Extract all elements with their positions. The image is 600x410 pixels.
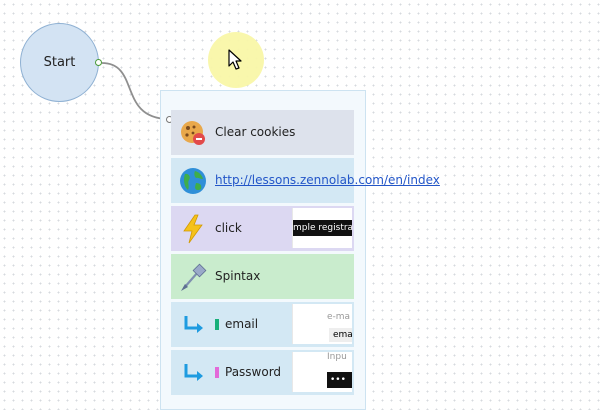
lightning-icon (171, 206, 215, 251)
arrow-down-right-icon (171, 302, 215, 347)
action-label: Password (225, 365, 282, 379)
action-clear-cookies[interactable]: Clear cookies (171, 110, 354, 155)
element-preview-thumbnail: Inpu ••• (292, 352, 352, 392)
preview-placeholder: e-ma (327, 312, 351, 322)
element-preview-thumbnail: e-ma ema (292, 304, 352, 344)
start-node-label: Start (43, 55, 76, 70)
action-label: click (215, 221, 242, 235)
action-label: Clear cookies (215, 125, 296, 139)
start-output-port[interactable] (95, 59, 102, 66)
action-navigate-url[interactable]: http://lessons.zennolab.com/en/index (171, 158, 440, 203)
mouse-pointer-icon (228, 49, 242, 70)
variable-color-tag (215, 367, 219, 378)
action-set-email[interactable]: email e-ma ema (171, 302, 354, 347)
url-link[interactable]: http://lessons.zennolab.com/en/index (215, 173, 440, 187)
globe-icon (171, 158, 215, 203)
action-spintax[interactable]: Spintax (171, 254, 354, 299)
action-set-password[interactable]: Password Inpu ••• (171, 350, 354, 395)
variable-color-tag (215, 319, 219, 330)
preview-value: ema (329, 328, 352, 342)
element-preview-thumbnail: mple registrati (292, 208, 352, 248)
arrow-down-right-icon (171, 350, 215, 395)
preview-value: ••• (327, 372, 352, 388)
preview-text: mple registrati (293, 220, 352, 236)
action-click[interactable]: click mple registrati (171, 206, 354, 251)
cookie-icon (171, 110, 215, 155)
start-node[interactable]: Start (20, 23, 99, 102)
preview-placeholder: Inpu (327, 352, 347, 362)
pen-nib-icon (171, 254, 215, 299)
action-label: email (225, 317, 259, 331)
action-label: Spintax (215, 269, 261, 283)
